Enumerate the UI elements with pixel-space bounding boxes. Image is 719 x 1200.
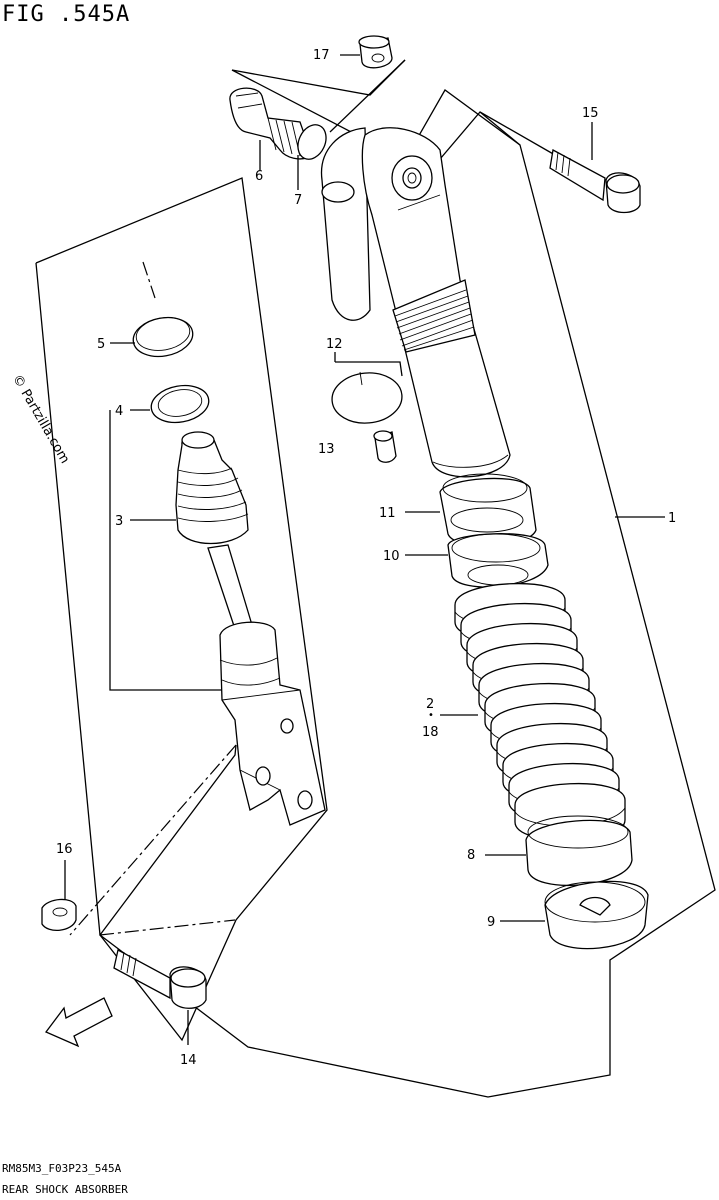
circlip-part-12 <box>331 371 403 424</box>
figure-title: FIG .545A <box>2 2 131 27</box>
footer-name: REAR SHOCK ABSORBER <box>2 1183 128 1196</box>
callout-11: 11 <box>379 506 396 521</box>
callout-3: 3 <box>115 514 123 529</box>
callout-4: 4 <box>115 404 123 419</box>
spring-seat-part-8 <box>525 815 633 886</box>
bushing-part-17 <box>358 35 393 69</box>
leader-lines <box>64 54 665 1045</box>
valve-part-13 <box>373 430 397 463</box>
damper-rod-part-3 <box>175 431 326 826</box>
o-ring-part-7 <box>297 124 327 160</box>
circlip-part-5 <box>132 316 194 358</box>
callout-18: 18 <box>422 725 439 740</box>
callout-13: 13 <box>318 442 335 457</box>
lock-nut-part-11 <box>439 473 537 547</box>
callout-6: 6 <box>255 169 263 184</box>
callout-16: 16 <box>56 842 73 857</box>
callout-2: 2 <box>426 697 434 712</box>
shock-body-part-1 <box>320 127 511 478</box>
adjust-nut-part-10 <box>447 533 549 588</box>
callout-10: 10 <box>383 549 400 564</box>
callout-labels: 1 2 • 18 3 4 5 6 7 8 9 10 11 12 13 14 15… <box>56 48 676 1068</box>
callout-17: 17 <box>313 48 330 63</box>
stopper-part-9 <box>544 880 649 950</box>
bolt-part-14 <box>113 949 207 1009</box>
spring-part-2 <box>454 582 626 841</box>
o-ring-part-4 <box>150 384 210 424</box>
adjuster-part-6 <box>229 87 313 160</box>
footer-code: RM85M3_F03P23_545A <box>2 1162 122 1175</box>
callout-8: 8 <box>467 848 475 863</box>
callout-9: 9 <box>487 915 495 930</box>
bolt-part-15 <box>549 148 641 214</box>
callout-2-18-dot: • <box>428 710 434 721</box>
nut-part-16 <box>41 898 77 931</box>
callout-1: 1 <box>668 511 676 526</box>
fwd-arrow-icon: FWD <box>44 997 113 1048</box>
callout-15: 15 <box>582 106 599 121</box>
callout-5: 5 <box>97 337 105 352</box>
callout-14: 14 <box>180 1053 197 1068</box>
callout-7: 7 <box>294 193 302 208</box>
callout-12: 12 <box>326 337 343 352</box>
